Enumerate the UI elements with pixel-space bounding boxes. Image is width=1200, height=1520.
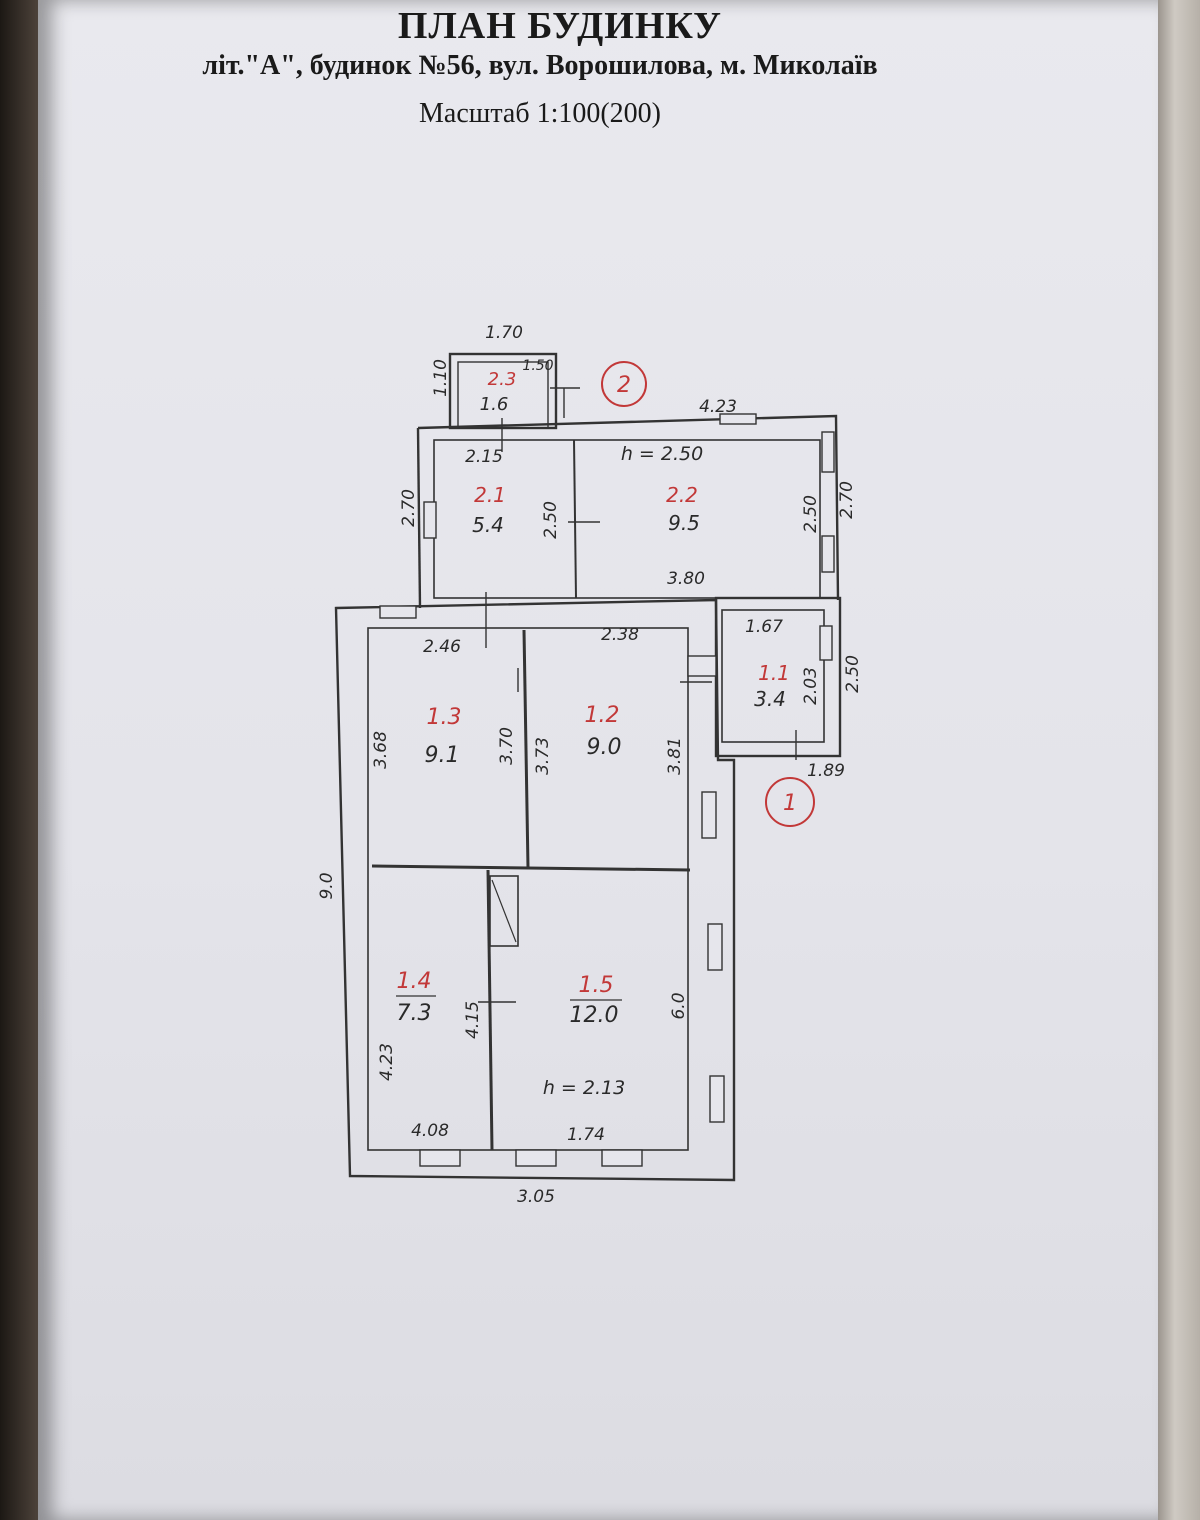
dim-label: 2.50	[843, 655, 863, 693]
height-lower: h = 2.13	[543, 1077, 625, 1099]
dim-label: 1.74	[567, 1125, 605, 1145]
dim-label: 2.50	[541, 501, 561, 539]
dim-label: 3.80	[667, 569, 705, 589]
room-2-2-area: 9.5	[668, 511, 700, 535]
room-2-3-area: 1.6	[480, 394, 509, 415]
dim-label: 2.15	[465, 447, 503, 467]
dim-label: 9.0	[317, 872, 337, 899]
door-marks	[478, 387, 797, 1003]
dim-label: 2.38	[601, 625, 639, 645]
room-1-4-number: 1.4	[397, 969, 432, 994]
dim-label: 2.46	[423, 637, 461, 657]
entrance-markers: 2 1	[601, 361, 815, 827]
dim-label: 3.81	[665, 737, 685, 775]
dim-label: 4.23	[377, 1043, 397, 1081]
plan-title: ПЛАН БУДИНКУ	[397, 5, 723, 47]
dim-label: 2.03	[801, 667, 821, 705]
scale-line: Масштаб 1:100(200)	[419, 98, 661, 129]
room-1-4-area: 7.3	[397, 1001, 432, 1026]
room-2-3-number: 2.3	[488, 369, 517, 390]
room-1-3-area: 9.1	[425, 743, 460, 768]
room-1-2-area: 9.0	[587, 735, 622, 760]
room-2-1-number: 2.1	[474, 483, 506, 507]
dim-label: 3.70	[497, 727, 517, 765]
address-line: літ."А", будинок №56, вул. Ворошилова, м…	[202, 50, 878, 81]
room-1-3-number: 1.3	[427, 705, 462, 730]
walls	[334, 352, 842, 1182]
windows	[379, 413, 835, 1167]
dim-label: 3.05	[517, 1187, 555, 1207]
dim-label: 3.68	[371, 731, 391, 769]
document-page	[38, 0, 1158, 1520]
dim-label: 1.10	[431, 359, 451, 397]
dim-label: 2.70	[837, 481, 857, 519]
dim-label: 2.50	[801, 495, 821, 533]
dim-label: 2.70	[399, 489, 419, 527]
room-1-5-number: 1.5	[579, 973, 614, 998]
room-1-1-number: 1.1	[758, 661, 790, 685]
room-1-1-area: 3.4	[754, 687, 786, 711]
entrance-1-label: 1	[783, 791, 797, 816]
room-1-5-area: 12.0	[570, 1003, 619, 1028]
entrance-2-label: 2	[617, 373, 631, 398]
dim-label: 4.23	[699, 397, 737, 417]
dim-label: 4.08	[411, 1121, 449, 1141]
dim-label: 1.89	[807, 761, 845, 781]
dim-label: 3.73	[533, 737, 553, 775]
page-stack-edge	[1158, 0, 1200, 1520]
room-2-2-number: 2.2	[666, 483, 698, 507]
room-labels: 2.3 1.6 2.1 5.4 2.2 9.5 1.1 3.4 1.3 9.1 …	[396, 369, 790, 1099]
dim-label: 1.70	[485, 323, 523, 343]
dim-label: 4.15	[463, 1001, 483, 1039]
dim-label: 1.67	[745, 617, 783, 637]
dim-label: 6.0	[669, 992, 689, 1019]
height-upper: h = 2.50	[621, 443, 703, 465]
room-1-2-number: 1.2	[585, 703, 620, 728]
vertical-dimension-labels: 1.10 2.70 2.50 2.50 2.70 2.03 2.50 3.68 …	[317, 359, 863, 1081]
room-2-1-area: 5.4	[472, 513, 504, 537]
dimension-labels: 1.70 1.50 4.23 2.15 3.80 1.67 1.89 2.46 …	[411, 323, 845, 1207]
dim-label: 1.50	[522, 358, 553, 374]
